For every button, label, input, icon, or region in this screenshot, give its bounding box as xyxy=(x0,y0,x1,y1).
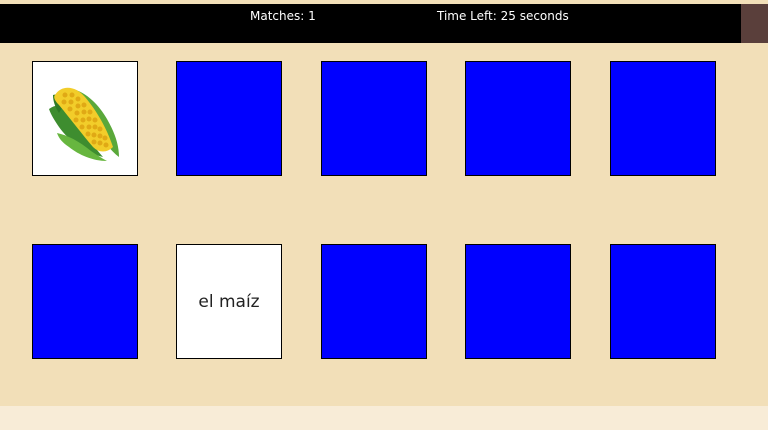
card-2[interactable] xyxy=(176,61,282,176)
matches-counter: Matches: 1 xyxy=(250,9,316,23)
card-7[interactable]: el maíz xyxy=(176,244,282,359)
card-9[interactable] xyxy=(465,244,571,359)
card-10[interactable] xyxy=(610,244,716,359)
time-left-counter: Time Left: 25 seconds xyxy=(437,9,569,23)
corner-block xyxy=(741,4,768,43)
status-bar: Matches: 1 Time Left: 25 seconds xyxy=(0,4,741,43)
card-3[interactable] xyxy=(321,61,427,176)
card-6[interactable] xyxy=(32,244,138,359)
game-board: el maíz xyxy=(0,43,768,406)
card-8[interactable] xyxy=(321,244,427,359)
card-5[interactable] xyxy=(610,61,716,176)
card-word: el maíz xyxy=(198,291,260,312)
card-1[interactable] xyxy=(32,61,138,176)
bottom-strip xyxy=(0,406,768,430)
corn-icon xyxy=(49,87,119,161)
card-4[interactable] xyxy=(465,61,571,176)
